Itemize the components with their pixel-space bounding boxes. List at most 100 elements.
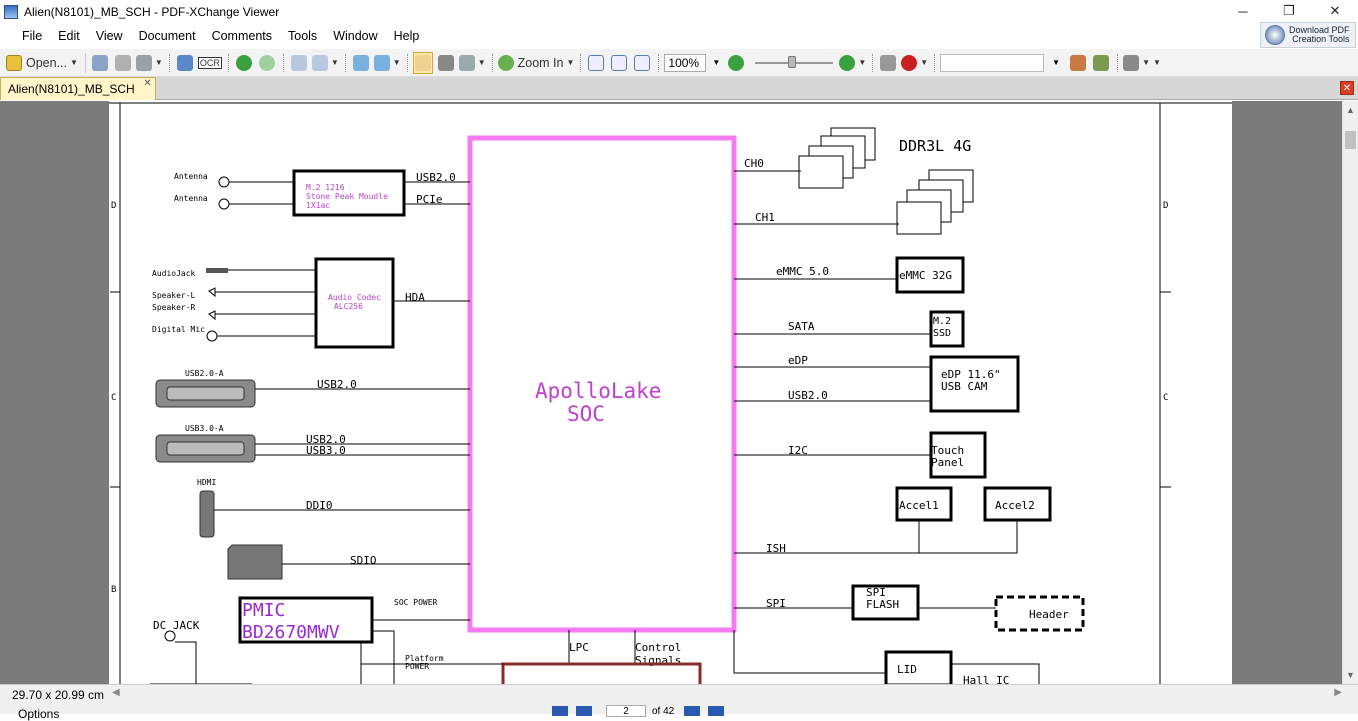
undo-button[interactable]: [289, 52, 309, 74]
chevron-down-icon[interactable]: ▼: [1142, 58, 1150, 67]
toolbar-grip[interactable]: [658, 53, 661, 72]
chevron-down-icon[interactable]: ▼: [1153, 58, 1161, 67]
plus-icon: [839, 54, 856, 71]
rotate-right-button[interactable]: ▼: [373, 52, 401, 74]
email-button[interactable]: ▼: [135, 52, 163, 74]
forward-button[interactable]: [257, 52, 277, 74]
spi-label: SPI: [766, 597, 786, 610]
globe-icon: [1265, 25, 1285, 45]
find-next-button[interactable]: [1091, 52, 1111, 74]
fit-width-button[interactable]: [632, 52, 652, 74]
toolbar-grip[interactable]: [344, 53, 348, 72]
page-number-input[interactable]: 2: [606, 705, 646, 717]
snapshot-button[interactable]: [436, 52, 456, 74]
page-navigation: 2 of 42: [552, 705, 732, 717]
close-all-icon[interactable]: ✕: [1340, 81, 1354, 95]
last-page-icon[interactable]: [708, 706, 725, 716]
vertical-scrollbar-thumb[interactable]: [1345, 131, 1356, 149]
menu-bar: File Edit View Document Comments Tools W…: [0, 24, 1358, 48]
toolbar-grip[interactable]: [491, 53, 495, 72]
vertical-scrollbar[interactable]: ▲ ▼: [1342, 101, 1358, 684]
scroll-right-icon[interactable]: ▶: [1334, 687, 1342, 698]
chevron-down-icon[interactable]: ▼: [1052, 58, 1061, 67]
search-input[interactable]: [940, 53, 1045, 72]
toolbar-grip[interactable]: [872, 53, 875, 72]
minimize-button[interactable]: ─: [1238, 3, 1248, 19]
sd-card-icon: [227, 544, 283, 580]
ocr-button[interactable]: OCR: [197, 52, 222, 74]
zoom-slider[interactable]: [755, 55, 834, 68]
menu-tools[interactable]: Tools: [288, 29, 318, 43]
adobe-button[interactable]: ▼: [901, 52, 928, 74]
menu-comments[interactable]: Comments: [211, 29, 272, 43]
menu-edit[interactable]: Edit: [58, 29, 80, 43]
toolbar-grip[interactable]: [934, 53, 937, 72]
horizontal-scrollbar[interactable]: ◀ ▶: [112, 687, 1342, 702]
menu-help[interactable]: Help: [393, 29, 420, 43]
chevron-down-icon[interactable]: ▼: [858, 58, 867, 67]
platform-power-label-1: Platform: [405, 654, 444, 663]
print-button[interactable]: [113, 52, 133, 74]
accel1-label: Accel1: [899, 499, 939, 512]
chevron-down-icon[interactable]: ▼: [392, 58, 401, 67]
first-page-icon[interactable]: [552, 706, 568, 716]
back-button[interactable]: [234, 52, 254, 74]
antenna2-label: Antenna: [174, 194, 208, 203]
spi-flash-label-2: FLASH: [866, 598, 899, 611]
pan-view-button[interactable]: [878, 52, 898, 74]
codec-label-2: ALC256: [334, 302, 363, 311]
antenna1-label: Antenna: [174, 172, 208, 181]
chevron-down-icon[interactable]: ▼: [920, 58, 929, 67]
menu-window[interactable]: Window: [333, 29, 378, 43]
zoom-out-button[interactable]: [726, 52, 746, 74]
chevron-down-icon[interactable]: ▼: [330, 58, 339, 67]
restore-button[interactable]: ❐: [1283, 3, 1295, 18]
actual-size-button[interactable]: [586, 52, 606, 74]
zoom-in-button[interactable]: ▼: [839, 52, 866, 74]
fit-page-button[interactable]: [609, 52, 629, 74]
lpc-label: LPC: [569, 641, 589, 654]
zoom-level-input[interactable]: 100%: [664, 53, 707, 72]
chevron-down-icon[interactable]: ▼: [477, 58, 486, 67]
close-button[interactable]: ✕: [1329, 3, 1341, 18]
chevron-down-icon[interactable]: ▼: [154, 58, 163, 67]
promo-line2: Creation Tools: [1292, 34, 1350, 44]
document-viewport[interactable]: D C B D C ApolloLake SOC DDR3L 4G CH0 CH…: [0, 101, 1342, 684]
toolbar-grip[interactable]: [168, 53, 172, 72]
chevron-down-icon[interactable]: ▼: [566, 58, 575, 67]
toolbar-grip[interactable]: [227, 53, 231, 72]
tab-document[interactable]: Alien(N8101)_MB_SCH ✕: [0, 77, 156, 100]
find-button[interactable]: [1068, 52, 1088, 74]
toolbar-grip[interactable]: [282, 53, 286, 72]
toolbar-grip[interactable]: [1117, 53, 1120, 72]
select-text-button[interactable]: ▼: [458, 52, 486, 74]
scroll-up-icon[interactable]: ▲: [1346, 105, 1355, 115]
save-button[interactable]: [90, 52, 110, 74]
open-button[interactable]: Open... ▼: [6, 52, 78, 74]
customize-toolbar-button[interactable]: ▼▼: [1123, 52, 1161, 74]
chevron-down-icon[interactable]: ▼: [70, 58, 78, 67]
menu-document[interactable]: Document: [138, 29, 196, 43]
rotate-left-button[interactable]: [351, 52, 371, 74]
next-page-icon[interactable]: [684, 706, 701, 716]
adobe-icon: [901, 54, 918, 71]
menu-file[interactable]: File: [22, 29, 43, 43]
zoom-slider-thumb[interactable]: [788, 55, 797, 68]
scan-button[interactable]: [175, 52, 195, 74]
hand-tool-button[interactable]: [412, 51, 433, 74]
toolbar-grip[interactable]: [406, 53, 410, 72]
scroll-left-icon[interactable]: ◀: [112, 687, 120, 698]
binoculars-icon: [880, 54, 897, 71]
redo-button[interactable]: ▼: [311, 52, 339, 74]
zoom-in-tool-button[interactable]: Zoom In ▼: [497, 52, 575, 74]
scroll-down-icon[interactable]: ▼: [1346, 670, 1355, 680]
chevron-down-icon[interactable]: ▼: [712, 58, 721, 67]
previous-page-icon[interactable]: [576, 706, 592, 716]
close-tab-icon[interactable]: ✕: [143, 78, 152, 89]
download-creation-tools-button[interactable]: Download PDF Creation Tools: [1260, 22, 1356, 48]
menu-view[interactable]: View: [95, 29, 123, 43]
m2-label-2: Stone Peak Moudle: [306, 192, 388, 201]
arrow-right-icon: [258, 54, 275, 71]
toolbar-grip[interactable]: [580, 53, 583, 72]
options-menu[interactable]: Options: [18, 707, 60, 721]
